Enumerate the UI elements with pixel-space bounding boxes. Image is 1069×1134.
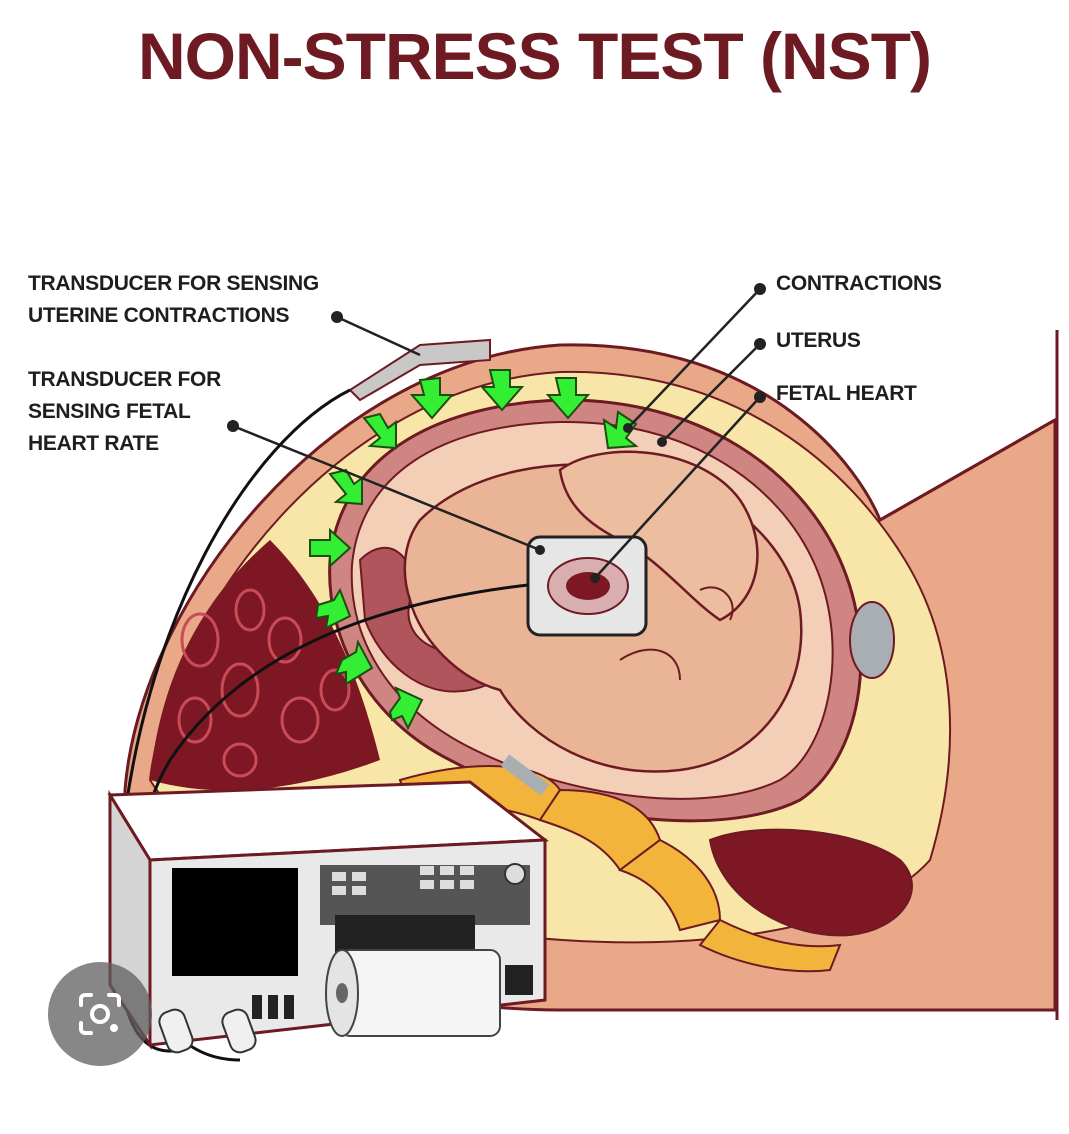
label-transducer-fetal: TRANSDUCER FOR SENSING FETAL HEART RATE <box>28 368 221 455</box>
label-uterus: UTERUS <box>776 329 861 352</box>
lens-icon <box>79 993 121 1035</box>
diagram-title: NON-STRESS TEST (NST) <box>137 19 932 93</box>
uterine-transducer <box>348 338 491 402</box>
lens-button[interactable] <box>48 962 152 1066</box>
muscle-band <box>150 540 380 791</box>
fetal-monitor <box>107 780 550 1054</box>
cable-connectors <box>158 1008 257 1054</box>
monitor-screen <box>172 868 298 976</box>
label-fetal-heart: FETAL HEART <box>776 382 917 405</box>
label-contractions: CONTRACTIONS <box>776 272 942 295</box>
bladder <box>849 601 895 679</box>
fetal-heart <box>566 572 610 600</box>
label-transducer-uterine: TRANSDUCER FOR SENSING UTERINE CONTRACTI… <box>28 272 319 327</box>
dial-icon <box>504 863 526 885</box>
contraction-arrows <box>309 369 639 731</box>
thigh <box>879 418 1056 522</box>
paper-roll <box>325 949 501 1037</box>
rectum <box>708 828 913 937</box>
